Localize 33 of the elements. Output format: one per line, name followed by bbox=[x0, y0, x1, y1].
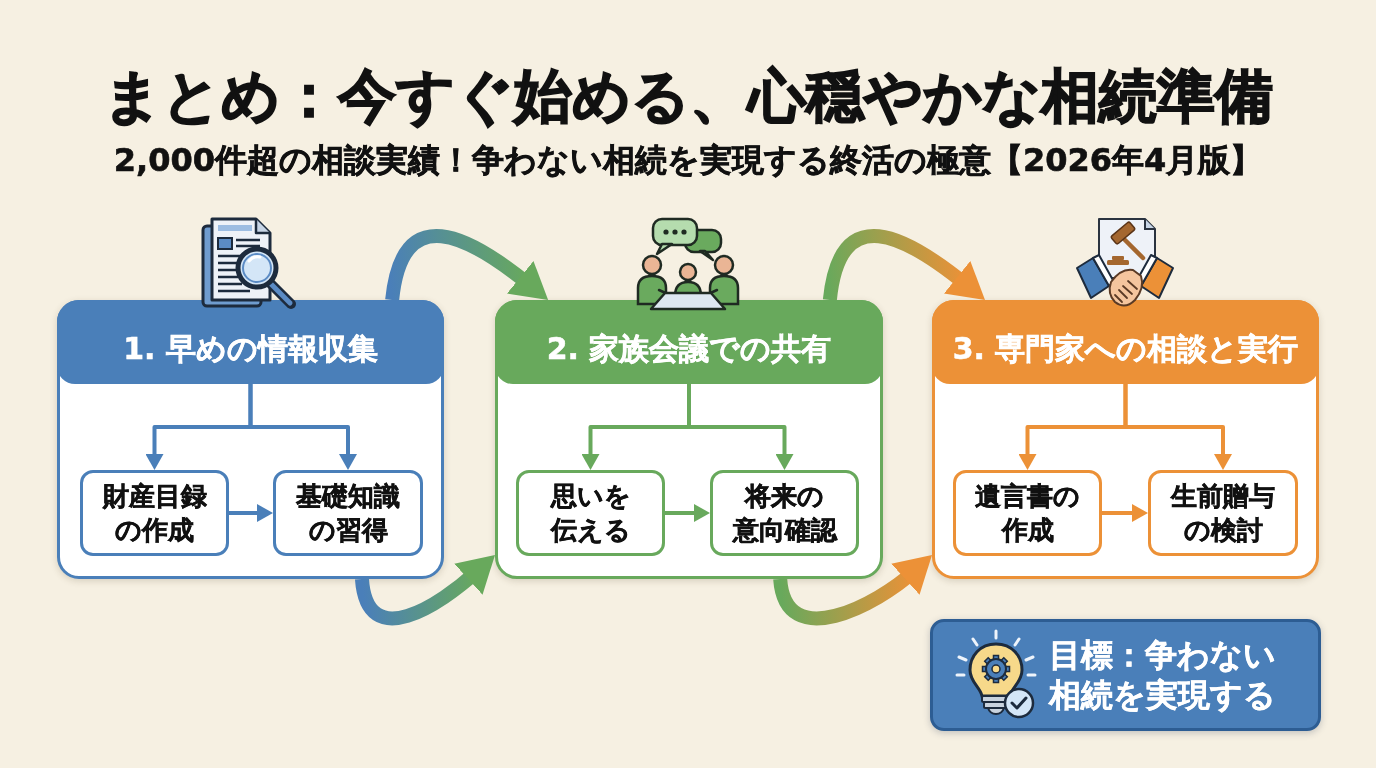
header-band bbox=[932, 300, 1319, 384]
subtitle: 2,000件超の相談実績！争わない相続を実現する終活の極意【2026年4月版】 bbox=[113, 140, 1263, 180]
task-box bbox=[80, 470, 229, 556]
task-box bbox=[953, 470, 1102, 556]
task-box bbox=[273, 470, 423, 556]
curved-arrow bbox=[355, 555, 496, 626]
task-text: 基礎知識の習得 bbox=[295, 480, 401, 547]
arrow bbox=[229, 504, 273, 522]
arrow bbox=[1102, 504, 1148, 522]
header-band bbox=[495, 300, 883, 384]
task-box bbox=[516, 470, 665, 556]
arrow bbox=[665, 504, 710, 522]
task-text: 将来の意向確認 bbox=[732, 480, 837, 547]
arrow bbox=[687, 384, 794, 470]
arrow bbox=[248, 384, 357, 470]
task-text: 遺言書の作成 bbox=[974, 480, 1081, 547]
step-title: 1. 早めの情報収集 bbox=[123, 331, 378, 367]
step-title: 3. 専門家への相談と実行 bbox=[952, 331, 1299, 367]
step-title: 2. 家族会議での共有 bbox=[546, 331, 832, 367]
step-panel bbox=[932, 300, 1319, 579]
header-band bbox=[57, 300, 444, 384]
curved-arrow bbox=[822, 229, 986, 302]
task-box bbox=[710, 470, 859, 556]
task-text: 生前贈与の検討 bbox=[1169, 480, 1276, 547]
goal-banner bbox=[930, 619, 1321, 731]
task-text: 思いを伝える bbox=[549, 480, 632, 547]
task-box bbox=[1148, 470, 1298, 556]
task-text: 財産目録の作成 bbox=[101, 480, 208, 547]
step-panel bbox=[57, 300, 444, 579]
title: まとめ：今すぐ始める、心穏やかな相続準備 bbox=[103, 61, 1273, 131]
step-panel bbox=[495, 300, 883, 579]
goal-text: 目標：争わない相続を実現する bbox=[1049, 635, 1277, 715]
arrow bbox=[1123, 384, 1232, 470]
